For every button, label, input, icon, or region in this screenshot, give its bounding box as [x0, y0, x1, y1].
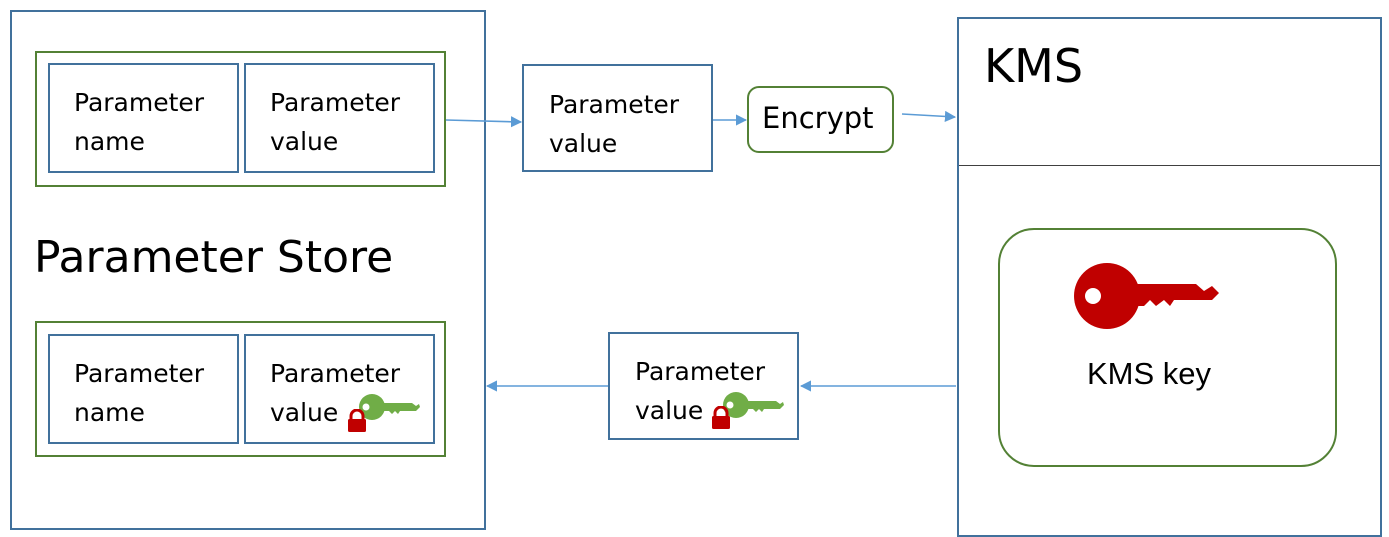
key-icon: [723, 392, 784, 418]
kms-divider: [959, 165, 1380, 166]
returning-parameter-value-label: Parameter value: [635, 357, 766, 425]
kms-key-label: KMS key: [1087, 356, 1212, 391]
parameter-group-plain: [35, 51, 446, 187]
lock-icon: [712, 406, 730, 429]
parameter-name-cell-encrypted: Parameter name: [48, 334, 239, 444]
parameter-group-encrypted: [35, 321, 446, 457]
parameter-name-label: Parameter name: [74, 88, 205, 156]
outgoing-parameter-value-label: Parameter value: [549, 90, 680, 158]
outgoing-parameter-value: Parameter value: [522, 64, 713, 172]
returning-parameter-value: Parameter value: [608, 332, 799, 440]
parameter-value-label: Parameter value: [270, 359, 401, 427]
encrypt-step: Encrypt: [747, 86, 894, 153]
parameter-value-cell: Parameter value: [244, 63, 435, 173]
encrypt-label: Encrypt: [762, 101, 874, 135]
parameter-store-title: Parameter Store: [34, 232, 394, 283]
key-icon: [359, 394, 420, 420]
key-icon: [1074, 263, 1219, 329]
kms-title: KMS: [984, 39, 1084, 93]
lock-icon: [348, 409, 366, 432]
parameter-name-label: Parameter name: [74, 359, 205, 427]
parameter-name-cell: Parameter name: [48, 63, 239, 173]
arrow-encrypt-to-kms: [901, 110, 957, 123]
parameter-value-cell-encrypted: Parameter value: [244, 334, 435, 444]
parameter-value-label: Parameter value: [270, 88, 401, 156]
kms-key-box: [998, 228, 1337, 467]
